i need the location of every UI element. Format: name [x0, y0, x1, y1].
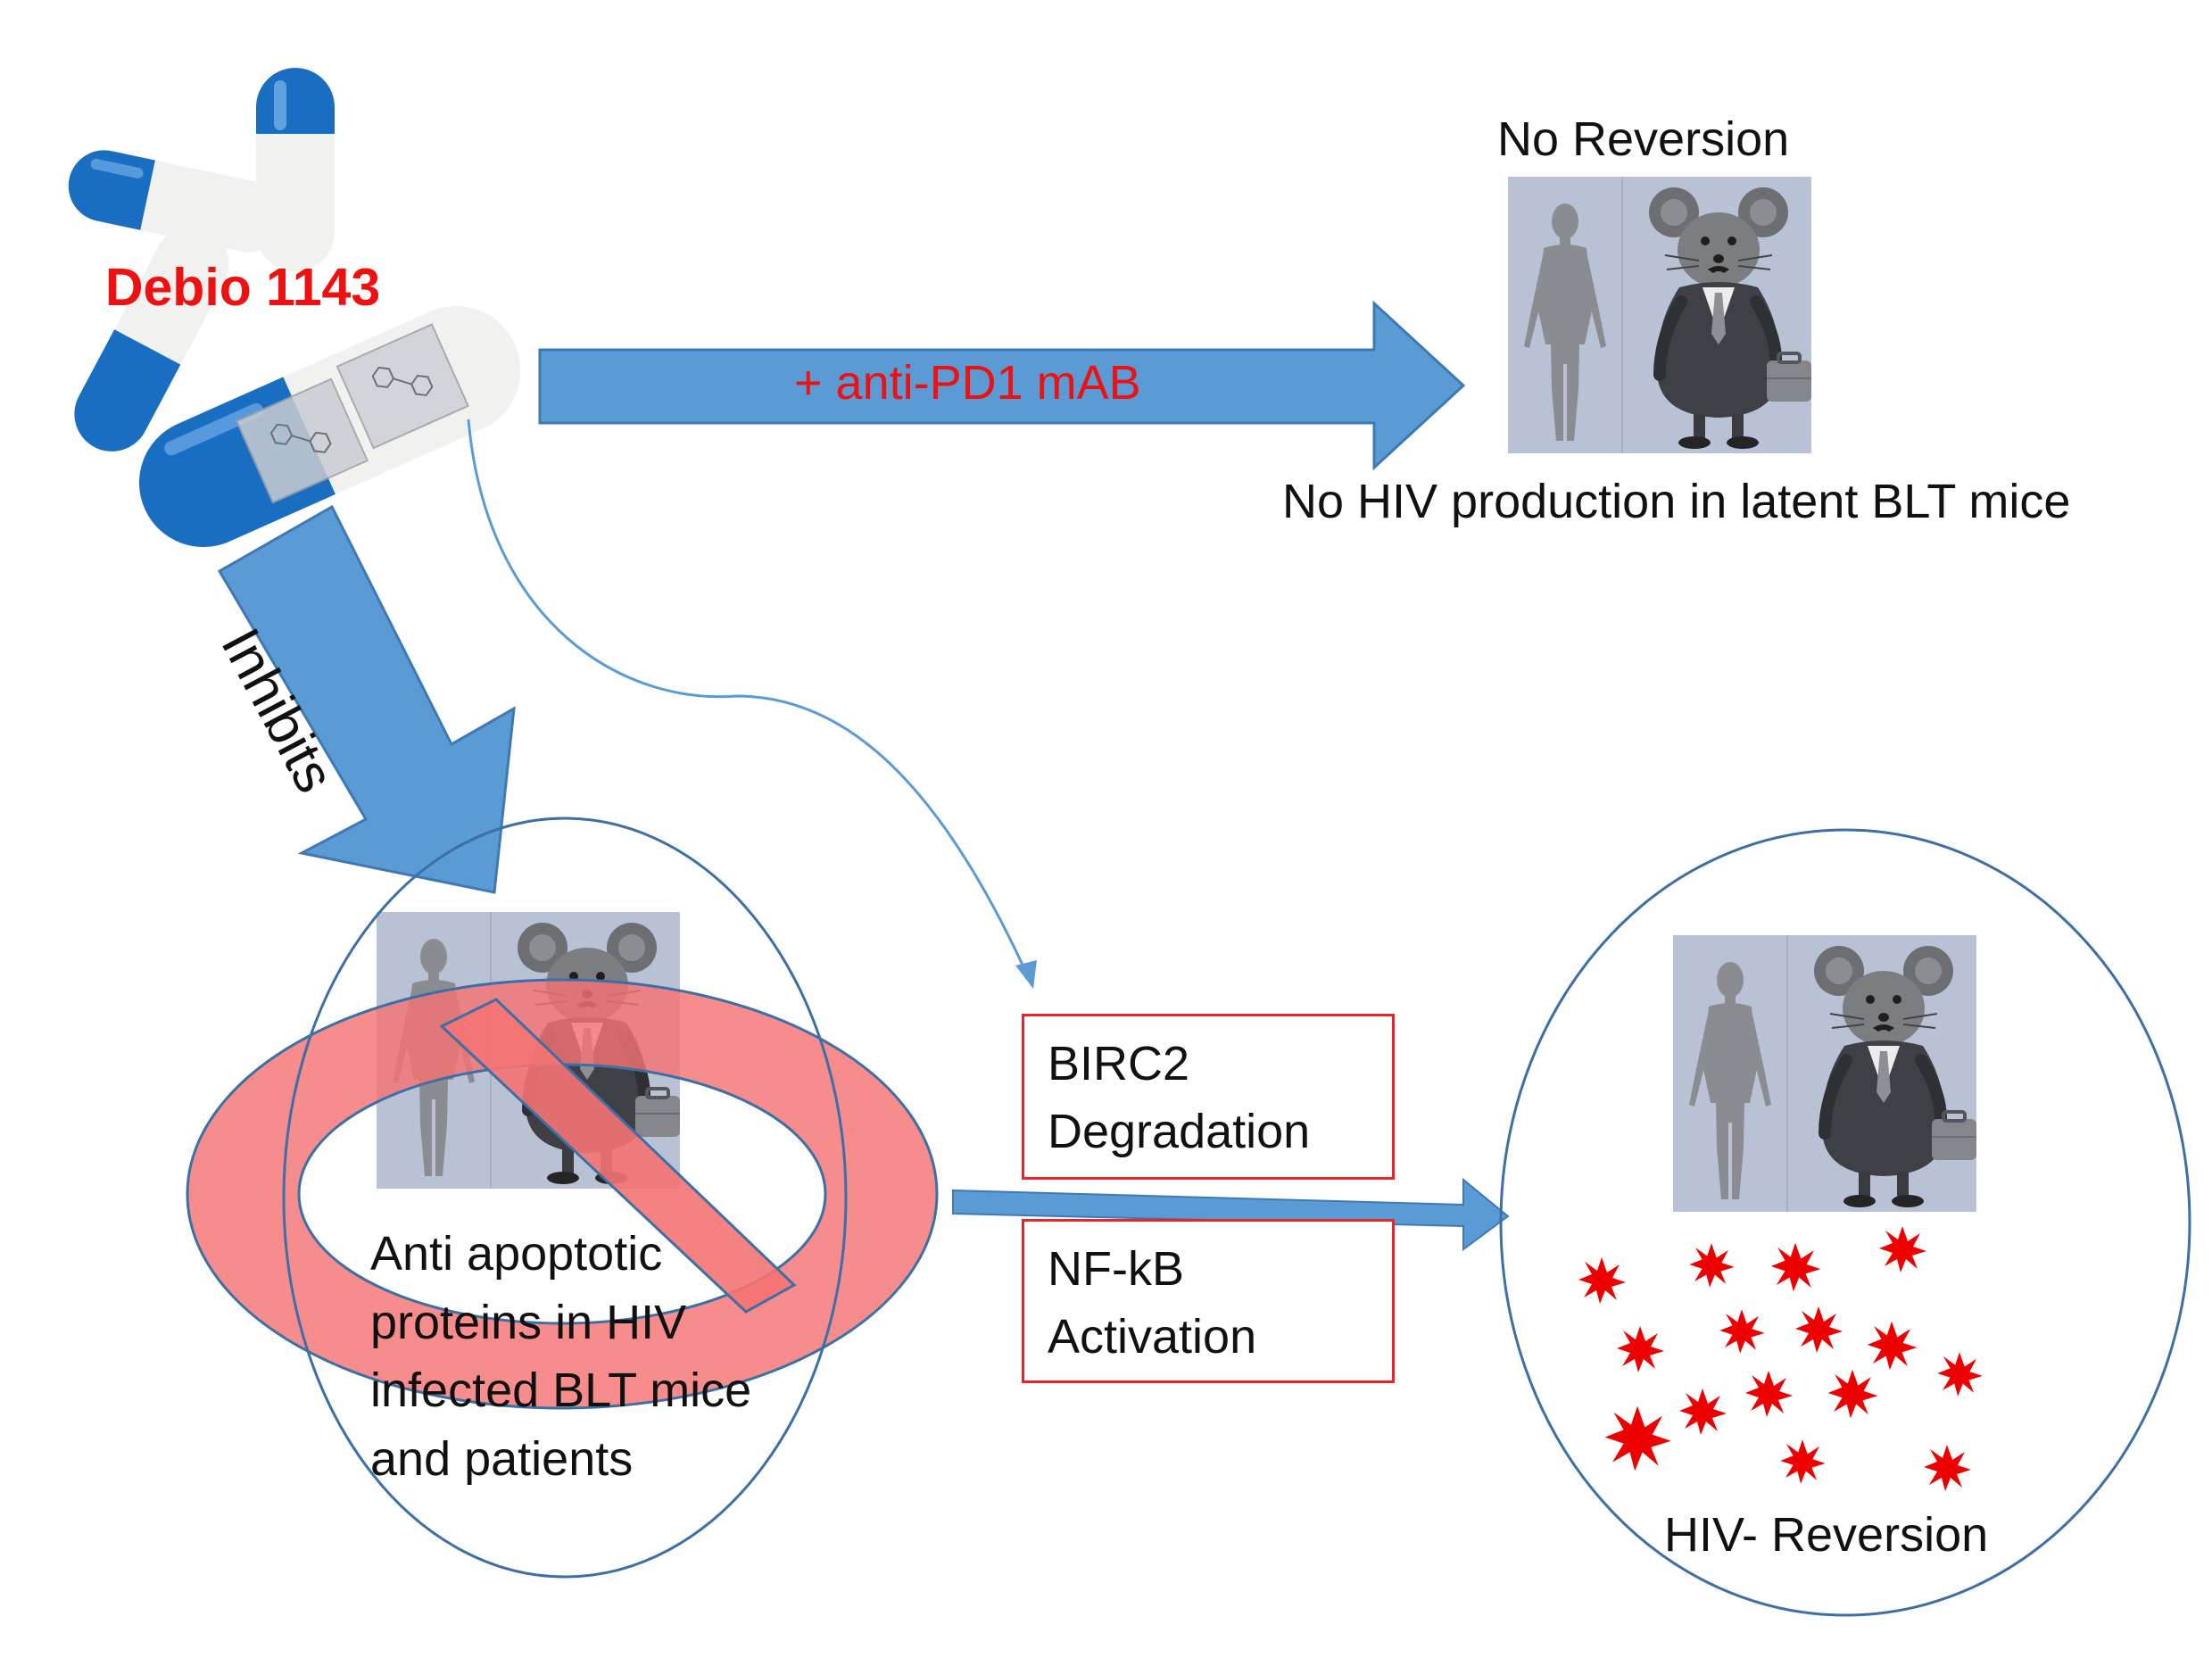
inhibited-outline [282, 817, 848, 1579]
reversion-arrow [952, 1177, 1510, 1251]
virus-burst-icon [1867, 1321, 1918, 1371]
virus-burst-icon [1719, 1309, 1765, 1354]
caption-line: and patients [370, 1432, 634, 1487]
top-panel-caption: No HIV production in latent BLT mice [1282, 475, 2071, 528]
virus-burst-icon [1745, 1371, 1793, 1417]
curved-connector-arrow [467, 419, 1037, 989]
virus-burst-icon [1689, 1243, 1735, 1288]
mechanism-box-line: NF-kB [1048, 1242, 1184, 1296]
virus-burst-icon [1795, 1306, 1843, 1353]
capsule-group: Debio 1143 [68, 68, 521, 547]
mechanism-box-nfkb: NF-kB Activation [1022, 1219, 1395, 1383]
virus-burst-icon [1770, 1242, 1821, 1292]
caption-line: proteins in HIV [370, 1295, 687, 1349]
combination-arrow [538, 300, 1466, 471]
reversion-panel [1499, 828, 2191, 1617]
virus-burst-icon [1617, 1326, 1664, 1372]
top-panel-title: No Reversion [1497, 112, 1790, 166]
mechanism-box-line: Degradation [1048, 1104, 1311, 1158]
drug-name: Debio 1143 [105, 258, 380, 317]
human-and-mouse-icon [1673, 935, 1976, 1212]
virus-burst-icon [1879, 1226, 1926, 1273]
virus-burst-icon [1827, 1369, 1878, 1419]
capsule-pill-icon [68, 150, 285, 253]
combination-label: + anti-PD1 mAB [794, 356, 1141, 410]
inhibited-group [186, 817, 939, 1579]
capsule-pill-icon [74, 227, 229, 452]
capsule-pill-icon [138, 305, 521, 547]
virus-burst-icon [1780, 1439, 1826, 1484]
virus-burst-icon [1679, 1389, 1727, 1435]
reversion-figure [1673, 935, 1976, 1212]
virus-burst-icon [1937, 1352, 1983, 1397]
human-and-mouse-icon [1508, 177, 1811, 453]
virus-burst-icon [1578, 1257, 1626, 1304]
inhibited-group-caption: Anti apoptotic proteins in HIV infected … [370, 1220, 751, 1494]
reversion-caption: HIV- Reversion [1664, 1508, 1989, 1562]
top-panel-figure [1508, 177, 1811, 453]
caption-line: Anti apoptotic [370, 1227, 663, 1281]
virus-burst-icon [1924, 1445, 1971, 1491]
virus-cluster [1578, 1226, 1983, 1491]
mechanism-box-line: BIRC2 [1048, 1037, 1190, 1090]
no-symbol-icon [186, 978, 939, 1410]
mechanism-box-birc2: BIRC2 Degradation [1022, 1014, 1395, 1180]
caption-line: infected BLT mice [370, 1364, 752, 1418]
capsule-pill-icon [256, 68, 335, 271]
inhibits-arrow [217, 504, 516, 894]
mechanism-box-line: Activation [1048, 1309, 1257, 1364]
virus-burst-icon [1604, 1405, 1671, 1471]
reversion-outline [1499, 828, 2191, 1617]
